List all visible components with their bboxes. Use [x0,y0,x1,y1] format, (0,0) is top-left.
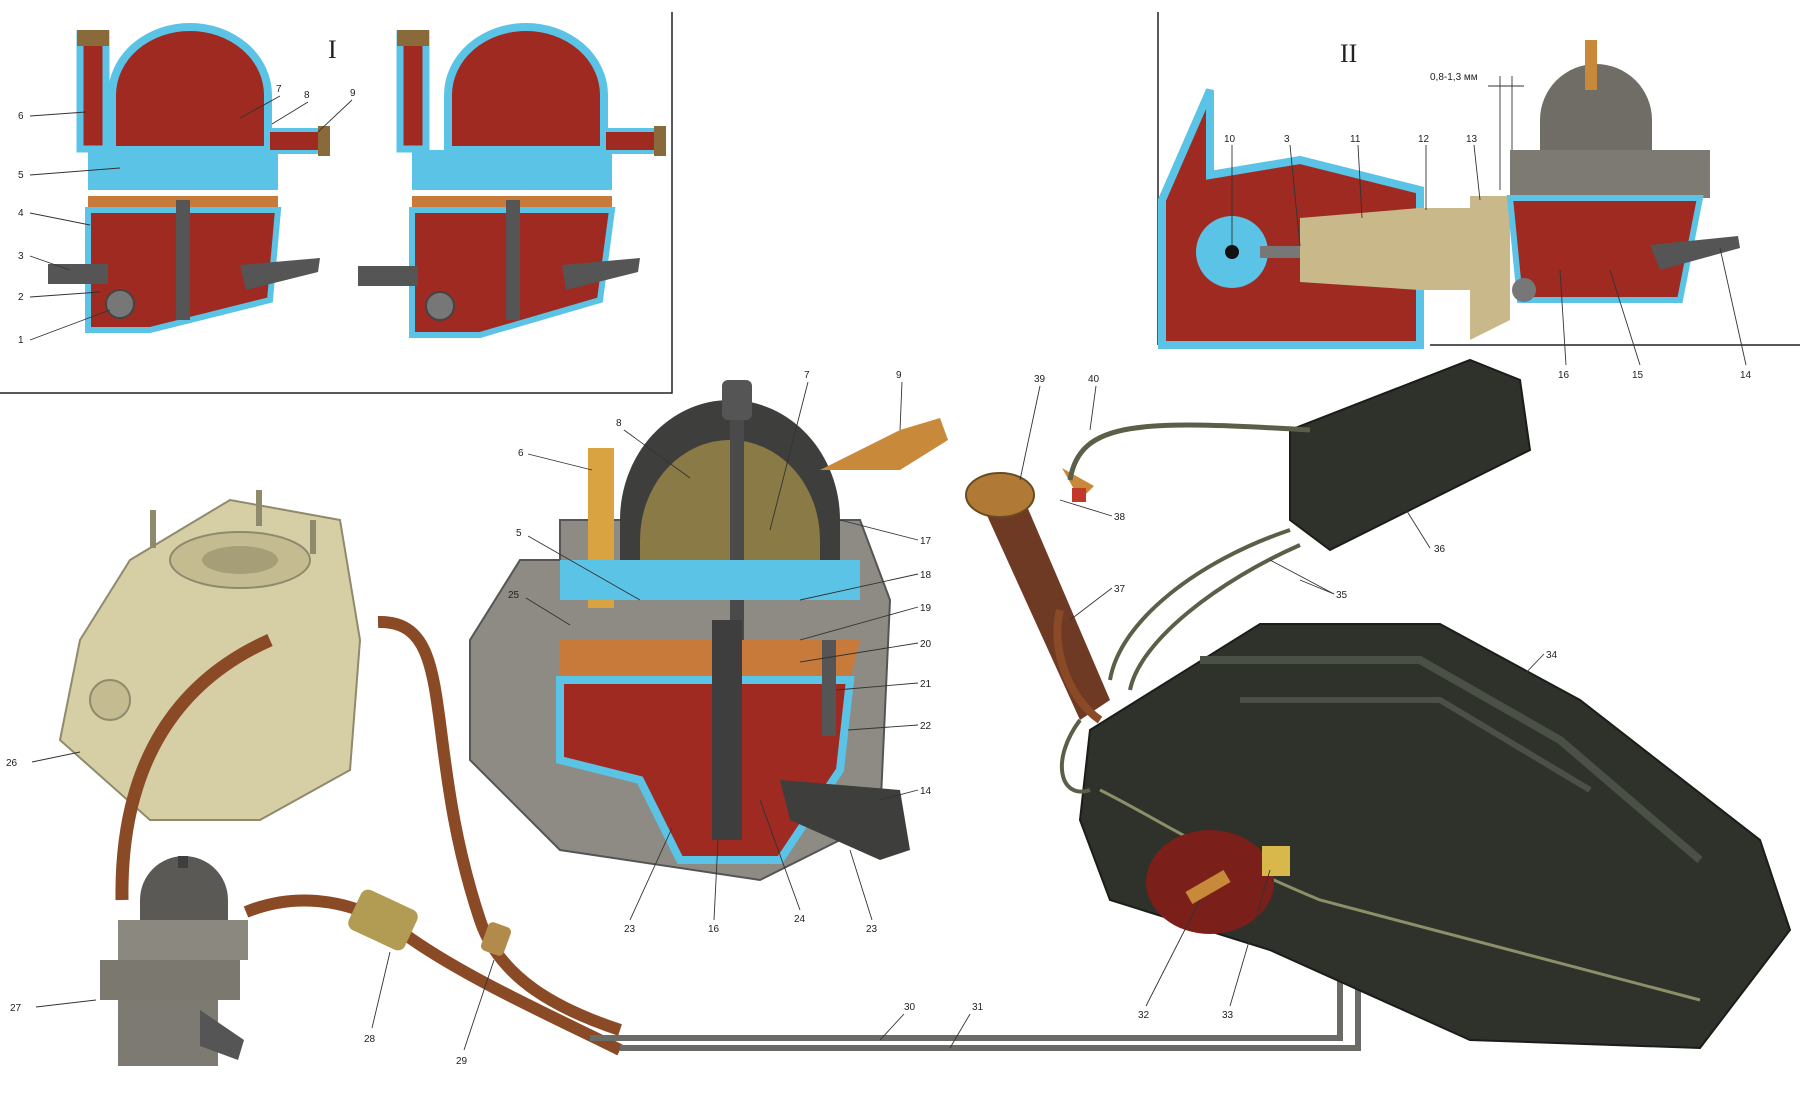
label-I-3: 3 [18,251,24,262]
label-M-17: 17 [920,536,932,547]
label-R-33: 33 [1222,1010,1234,1021]
label-L-28: 28 [364,1034,376,1045]
label-M-7: 7 [804,370,810,381]
external-fuel-pump [100,856,248,1066]
label-M-5: 5 [516,528,522,539]
label-M-22: 22 [920,721,932,732]
label-I-2: 2 [18,292,24,303]
label-I-1: 1 [18,335,24,346]
filler-neck [965,472,1110,724]
label-I-8: 8 [304,90,310,101]
label-L-26: 26 [6,758,18,769]
label-L-27: 27 [10,1003,22,1014]
label-II-15: 15 [1632,370,1644,381]
fuel-filter [348,889,418,951]
fuel-tank [1078,623,1792,1050]
tank-sender-unit [1146,830,1290,934]
label-M-9: 9 [896,370,902,381]
label-M-20: 20 [920,639,932,650]
label-R-38: 38 [1114,512,1126,523]
label-I-9: 9 [350,88,356,99]
fuel-pump-leaders: 8 6 5 7 9 17 18 19 20 21 22 14 25 23 16 … [508,370,932,935]
label-M-25: 25 [508,590,520,601]
label-II-13: 13 [1466,134,1478,145]
inset-I: I [0,12,673,394]
tank-leaders: 39 40 38 37 36 35 34 32 33 [1019,374,1558,1021]
label-M-24: 24 [794,914,806,925]
label-M-8: 8 [616,418,622,429]
inset-I-frame [0,12,673,394]
label-M-18: 18 [920,570,932,581]
label-R-36: 36 [1434,544,1446,555]
label-M-19: 19 [920,603,932,614]
label-L-29: 29 [456,1056,468,1067]
label-II-11: 11 [1350,134,1361,145]
label-R-39: 39 [1034,374,1046,385]
label-II-10: 10 [1224,134,1236,145]
label-II-3: 3 [1284,134,1290,145]
carburetor [58,490,362,821]
label-M-21: 21 [920,679,932,690]
label-I-7: 7 [276,84,282,95]
label-II-16: 16 [1558,370,1570,381]
label-II-14: 14 [1740,370,1752,381]
label-R-40: 40 [1088,374,1100,385]
label-I-4: 4 [18,208,24,219]
label-M-6: 6 [518,448,524,459]
pump-section-delivery [358,23,666,338]
label-R-34: 34 [1546,650,1558,661]
vent-canister [1289,358,1532,552]
hose-connector [481,922,511,956]
label-L-31: 31 [972,1002,984,1013]
gap-dimension: 0,8-1,3 мм [1430,72,1478,83]
filler-cap [1062,468,1094,502]
label-M-16: 16 [708,924,720,935]
label-I-6: 6 [18,111,24,122]
inset-I-roman: I [328,35,337,64]
pump-section-suction [48,23,330,333]
label-II-12: 12 [1418,134,1430,145]
label-M-23b: 23 [866,924,878,935]
inset-II-roman: II [1340,39,1357,68]
label-I-5: 5 [18,170,24,181]
label-R-37: 37 [1114,584,1126,595]
label-M-14: 14 [920,786,932,797]
label-R-35: 35 [1336,590,1348,601]
label-L-30: 30 [904,1002,916,1013]
vent-lines [1059,422,1311,794]
label-M-23a: 23 [624,924,636,935]
fuel-pump-cutaway [469,380,948,882]
label-R-32: 32 [1138,1010,1150,1021]
inset-II: II 0,8-1,3 мм 10 3 11 12 13 16 15 14 [1157,12,1800,381]
